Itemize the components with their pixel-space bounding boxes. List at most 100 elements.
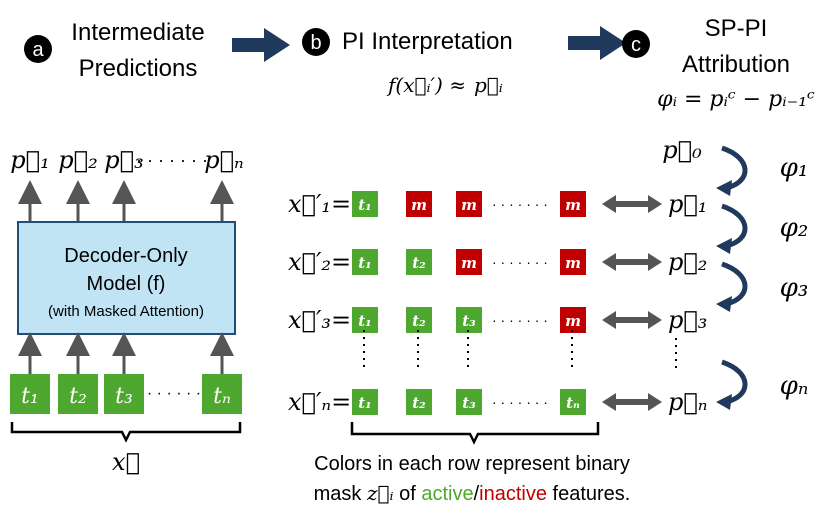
double-arrow-right-head <box>648 393 662 411</box>
output-arrows <box>18 180 234 222</box>
token-cell-label: t₃ <box>462 312 476 330</box>
input-token-2 <box>58 374 98 414</box>
attribution-arrow-3 <box>721 261 748 307</box>
attribution-arrow-1 <box>721 145 748 191</box>
token-cell-label: tₙ <box>566 394 580 412</box>
step-c-title-line1: SP-PI <box>705 15 768 42</box>
model-box-line1: Decoder-Only <box>64 245 187 267</box>
caption-line1: Colors in each row represent binary <box>314 453 630 475</box>
step-b-title: PI Interpretation <box>342 28 513 55</box>
row-prediction: p⃗₂ <box>668 248 707 276</box>
step-b-formula-lhs: f(x⃗ᵢ′) ≈ <box>386 73 466 97</box>
token-cell-label: t₁ <box>358 394 372 412</box>
attribution-arrows <box>721 145 748 405</box>
step-a-title-line2: Predictions <box>79 55 198 82</box>
step-b-formula-rhs: p⃗ᵢ <box>474 73 503 97</box>
token-cell-label: m <box>461 254 477 272</box>
token-cell-label: t₁ <box>358 312 372 330</box>
step-b-badge <box>302 28 330 56</box>
token-cell-label: t₃ <box>462 394 476 412</box>
caption-of-word: of <box>394 483 422 505</box>
active-token-cell <box>352 389 378 415</box>
output-p3: p⃗₃ <box>104 146 143 174</box>
step-c-header: c SP-PI Attribution φᵢ = pᵢᶜ − pᵢ₋₁ᶜ <box>622 15 815 112</box>
attribution-arrow-n <box>721 359 748 405</box>
input-token-2-label: t₂ <box>69 384 87 409</box>
active-token-cell <box>352 191 378 217</box>
token-cell-label: m <box>411 196 427 214</box>
vertical-dots <box>363 330 677 372</box>
step-c-badge <box>622 30 650 58</box>
caption-suffix: features. <box>547 483 630 505</box>
caption-mask-var: z⃗ᵢ <box>366 481 394 505</box>
step-a-header: a Intermediate Predictions <box>24 19 205 82</box>
input-token-n-label: tₙ <box>213 384 231 409</box>
input-token-3-label: t₃ <box>115 384 133 409</box>
model-box-line3: (with Masked Attention) <box>48 303 204 320</box>
input-token-3 <box>104 374 144 414</box>
token-cell-label: m <box>461 196 477 214</box>
caption-inactive-word: inactive <box>479 483 547 505</box>
input-token-n <box>202 374 242 414</box>
token-cell-label: t₂ <box>412 312 426 330</box>
phi-2: φ₂ <box>780 213 809 243</box>
step-c-title-line2: Attribution <box>682 51 790 78</box>
output-pn: p⃗ₙ <box>204 146 244 174</box>
token-cell-label: m <box>565 196 581 214</box>
row-prediction: p⃗₁ <box>668 190 707 218</box>
mask-token-cell <box>456 249 482 275</box>
model-inputs: t₁ t₂ t₃ · · · · · · tₙ <box>10 374 242 414</box>
active-token-cell <box>406 307 432 333</box>
double-arrow-right-head <box>648 253 662 271</box>
row-label: x⃗′₂= <box>288 248 351 276</box>
active-token-cell <box>456 307 482 333</box>
active-token-cell <box>406 389 432 415</box>
caption-active-word: active <box>421 483 473 505</box>
flow-arrow-a-b <box>232 28 290 62</box>
caption-mask-word: mask <box>314 483 367 505</box>
step-a-badge <box>24 35 52 63</box>
mask-token-cell <box>406 191 432 217</box>
row-prediction: p⃗₃ <box>668 306 707 334</box>
row-prediction: p⃗ₙ <box>668 388 708 416</box>
model-box-line2: Model (f) <box>87 273 166 295</box>
double-arrow-left-head <box>602 253 616 271</box>
token-cell-label: t₁ <box>358 196 372 214</box>
step-b-header: b PI Interpretation f(x⃗ᵢ′) ≈ p⃗ᵢ <box>302 28 513 97</box>
double-arrow-left-head <box>602 195 616 213</box>
input-token-1 <box>10 374 50 414</box>
input-dots: · · · · · · <box>147 385 201 402</box>
active-token-cell <box>352 307 378 333</box>
row-ellipsis: · · · · · · · <box>492 196 548 212</box>
mask-token-cell <box>560 249 586 275</box>
double-arrow-left-head <box>602 311 616 329</box>
double-arrow-left-head <box>602 393 616 411</box>
rows-brace <box>350 422 600 445</box>
input-vector-label: x⃗ <box>112 448 140 476</box>
token-cell-label: m <box>565 254 581 272</box>
token-cell-label: t₁ <box>358 254 372 272</box>
phi-1: φ₁ <box>780 153 809 183</box>
p0-label: p⃗₀ <box>662 136 702 164</box>
attribution-arrow-2 <box>721 203 748 249</box>
token-cell-label: m <box>565 312 581 330</box>
active-token-cell <box>406 249 432 275</box>
active-token-cell <box>352 249 378 275</box>
mask-token-cell <box>560 191 586 217</box>
caption-line2: mask z⃗ᵢ of active/inactive features. <box>314 481 631 505</box>
double-arrow-right-head <box>648 195 662 213</box>
mask-token-cell <box>456 191 482 217</box>
model-outputs: p⃗₁ p⃗₂ p⃗₃ · · · · · · · p⃗ₙ <box>10 146 243 174</box>
caption-slash: / <box>474 483 480 505</box>
row-ellipsis: · · · · · · · <box>492 312 548 328</box>
phi-3: φ₃ <box>780 273 809 303</box>
attribution-arrowheads <box>716 180 732 410</box>
input-arrows <box>18 332 234 374</box>
input-token-1-label: t₁ <box>21 384 39 409</box>
input-brace <box>10 422 242 443</box>
